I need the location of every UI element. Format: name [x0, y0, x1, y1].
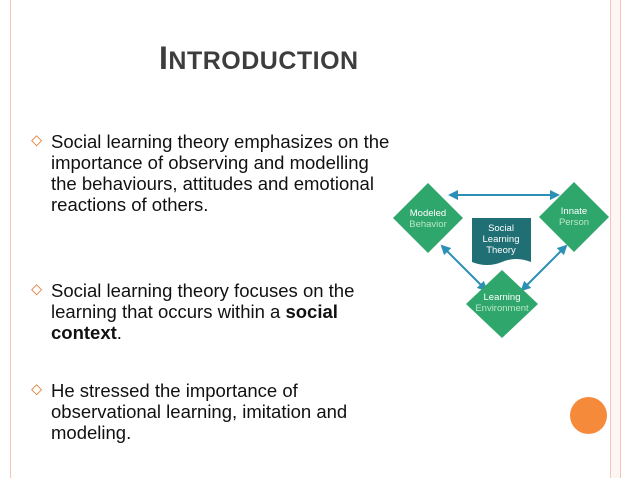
right-border-line-inner: [610, 0, 611, 478]
bullet-text: Social learning theory emphasizes on the…: [51, 131, 390, 215]
arrow-left-bottom: [440, 244, 488, 292]
right-border-band: [611, 0, 620, 478]
diamond-right-line1: Innate: [561, 206, 587, 217]
bullet-marker-icon: ⬦: [31, 281, 43, 298]
bullet-text-part: Social learning theory focuses on the le…: [51, 280, 355, 322]
diamond-innate-person: [539, 182, 609, 252]
diamond-left-line2: Behavior: [409, 219, 447, 230]
bullet-text: Social learning theory focuses on the le…: [51, 280, 391, 343]
center-line1: Social: [488, 223, 514, 234]
diamond-bottom-line1: Learning: [484, 292, 521, 303]
orange-circle-decoration: [570, 397, 607, 434]
social-learning-diagram: Modeled Behavior Innate Person Learning …: [393, 182, 609, 338]
center-line3: Theory: [486, 245, 516, 256]
bullet-marker-icon: ⬦: [31, 132, 43, 149]
bullet-marker-icon: ⬦: [31, 381, 43, 398]
bullet-text-part: .: [116, 322, 122, 343]
center-line2: Learning: [483, 234, 520, 245]
diamond-modeled-behavior: [393, 183, 463, 253]
diamond-left-line1: Modeled: [410, 208, 446, 219]
diamond-bottom-line2: Environment: [475, 303, 529, 314]
left-border-line: [10, 0, 11, 478]
diamond-learning-environment: [466, 270, 538, 338]
right-border-line-outer: [620, 0, 621, 478]
title-rest: NTRODUCTION: [168, 47, 359, 75]
arrow-right-bottom: [520, 244, 568, 292]
slide-title: INTRODUCTION: [159, 40, 359, 77]
bullet-text: He stressed the importance of observatio…: [51, 380, 348, 443]
title-first-letter: I: [159, 40, 169, 76]
bullet-bold-text: social context: [51, 301, 338, 343]
diamond-right-line2: Person: [559, 217, 589, 228]
center-banner: [472, 218, 531, 265]
